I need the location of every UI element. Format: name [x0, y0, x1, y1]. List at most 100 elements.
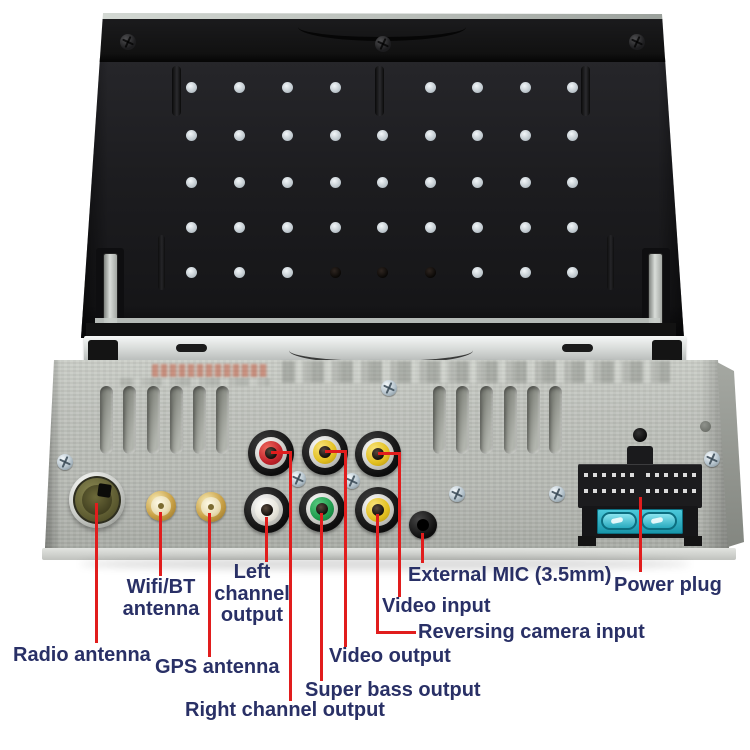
vent-hole [234, 177, 245, 188]
leader-line-right-channel [289, 451, 292, 701]
leader-line-reversing-camera [376, 631, 416, 634]
vent-hole [282, 267, 293, 278]
vent-hole [234, 82, 245, 93]
socket-key [97, 483, 112, 498]
fuse [601, 512, 637, 530]
vent-hole [282, 177, 293, 188]
vent-hole [377, 222, 388, 233]
vent-hole [330, 82, 341, 93]
flip-screen-back-panel [81, 13, 684, 338]
label-wifi-bt-antenna: Wifi/BT antenna [122, 576, 200, 620]
vent-hole [425, 222, 436, 233]
plug-foot [684, 536, 702, 546]
vent-hole [472, 267, 483, 278]
vent-hole [282, 222, 293, 233]
pin-group [646, 489, 696, 494]
lip-slot [176, 344, 207, 352]
vent-hole [425, 267, 436, 278]
label-right-channel-output: Right channel output [185, 699, 385, 721]
rca-hole [261, 504, 273, 516]
leader-line-radio-antenna [95, 503, 98, 643]
vent-hole [472, 222, 483, 233]
leader-line-power-plug [639, 497, 642, 572]
vent-hole [330, 130, 341, 141]
leader-line-video-input [378, 452, 401, 455]
flip-panel-top-edge [93, 13, 673, 20]
label-power-plug: Power plug [614, 574, 722, 596]
rca-hole [316, 503, 328, 515]
vent-hole [520, 130, 531, 141]
vent-slot [480, 386, 493, 454]
vent-slot [504, 386, 517, 454]
sma-pin-hole [158, 503, 164, 509]
vent-hole [567, 177, 578, 188]
vent-slot [123, 386, 136, 454]
leader-line-external-mic [421, 533, 424, 563]
hinge-left-bar [104, 254, 117, 334]
power-plug [578, 464, 702, 508]
vent-hole [377, 267, 388, 278]
rca-reversing-camera-input [355, 487, 401, 533]
label-super-bass-output: Super bass output [305, 679, 481, 701]
vent-hole [472, 82, 483, 93]
vent-hole [377, 177, 388, 188]
leader-line-video-output [344, 450, 347, 647]
vent-hole [330, 267, 341, 278]
screw-icon [57, 454, 73, 470]
vent-slot [456, 386, 469, 454]
vent-hole [330, 222, 341, 233]
vent-slot [193, 386, 206, 454]
label-reversing-camera-input: Reversing camera input [418, 621, 645, 643]
fuse [641, 512, 677, 530]
panel-gap-shadow [86, 323, 676, 338]
vent-hole [425, 82, 436, 93]
pin-group [584, 489, 634, 494]
vent-hole [282, 130, 293, 141]
gps-antenna-connector [196, 492, 226, 522]
panel-groove [581, 66, 590, 116]
vent-hole [234, 130, 245, 141]
vent-hole [567, 82, 578, 93]
screw-icon [344, 473, 360, 489]
etched-markings [120, 378, 270, 386]
vent-hole [472, 177, 483, 188]
vent-hole [330, 177, 341, 188]
screw-icon [290, 471, 306, 487]
lip-slot [562, 344, 593, 352]
vent-hole [520, 177, 531, 188]
vent-slot [147, 386, 160, 454]
vent-hole [234, 267, 245, 278]
vent-slot [527, 386, 540, 454]
vent-hole [425, 177, 436, 188]
label-external-mic: External MIC (3.5mm) [408, 564, 612, 586]
mounting-hole [700, 421, 711, 432]
vent-hole [472, 130, 483, 141]
screw-icon [381, 380, 397, 396]
pin-row [584, 489, 696, 494]
label-left-channel-output: Left channel output [214, 561, 290, 627]
label-gps-antenna: GPS antenna [155, 656, 280, 678]
leader-line-video-input [398, 452, 401, 597]
hinge-right-bar [649, 254, 662, 334]
mic-hole [417, 519, 429, 531]
screw-icon [375, 36, 391, 52]
mounting-hole [633, 428, 647, 442]
sma-pin-hole [208, 504, 214, 510]
etched-red-marking [152, 364, 268, 377]
shadow [80, 558, 690, 570]
vent-slot [433, 386, 446, 454]
vent-hole [186, 177, 197, 188]
vent-hole [520, 267, 531, 278]
vent-hole [234, 222, 245, 233]
leader-line-wifi-bt [159, 512, 162, 576]
label-video-output: Video output [329, 645, 451, 667]
pin-group [584, 473, 634, 478]
chassis-bottom-edge [42, 548, 736, 560]
rca-hole [372, 504, 384, 516]
etched-markings [282, 361, 670, 383]
screw-icon [704, 451, 720, 467]
vent-slot [549, 386, 562, 454]
panel-groove [375, 66, 384, 116]
label-radio-antenna: Radio antenna [13, 644, 151, 666]
